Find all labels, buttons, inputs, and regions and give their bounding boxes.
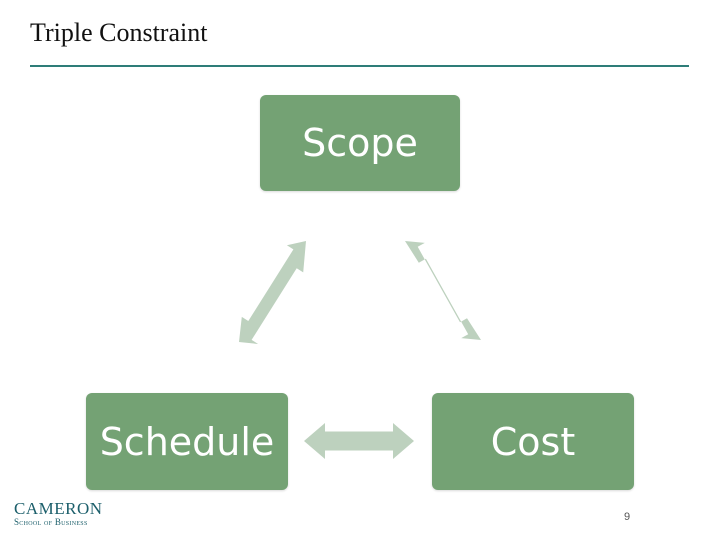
page-number: 9	[624, 511, 631, 523]
logo-subtitle: School of Business	[14, 517, 88, 527]
cost-label: Cost	[490, 419, 576, 464]
scope-schedule-arrow	[239, 241, 306, 344]
scope-label: Scope	[302, 121, 418, 165]
scope-cost-arrow	[405, 241, 481, 340]
schedule-cost-arrow	[304, 423, 414, 459]
scope-node: Scope	[260, 95, 460, 191]
schedule-label: Schedule	[99, 419, 275, 464]
cost-node: Cost	[432, 393, 634, 490]
cameron-logo: CAMERON School of Business	[14, 500, 104, 528]
schedule-node: Schedule	[86, 393, 288, 490]
slide-title: Triple Constraint	[30, 18, 208, 47]
title-divider	[30, 65, 689, 67]
logo-wordmark: CAMERON	[14, 499, 103, 518]
